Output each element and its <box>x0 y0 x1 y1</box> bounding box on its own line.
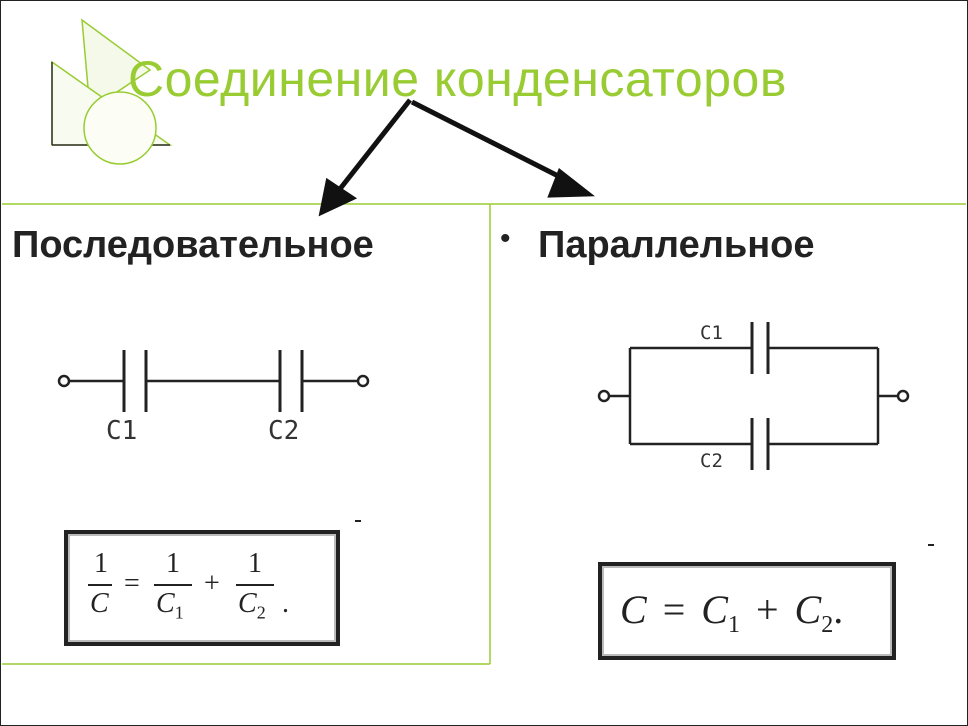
series-label-c1: C1 <box>106 416 138 446</box>
series-heading: Последовательное <box>12 224 374 266</box>
section-lines <box>2 203 966 665</box>
parallel-formula: C = C1 + C2. <box>598 562 896 660</box>
arrows <box>318 98 595 217</box>
fraction-bar <box>236 584 274 586</box>
series-label-c2: C2 <box>268 416 300 446</box>
page-title: Соединение конденсаторов <box>128 51 787 107</box>
arrow-left-head <box>318 177 358 217</box>
formula-plus: + <box>204 568 220 599</box>
arrow-right-head <box>547 167 595 198</box>
formula-r2-den: C2 <box>238 588 266 623</box>
formula-t2-sub: 2 <box>821 612 834 638</box>
formula-r1-num: 1 <box>166 548 180 579</box>
formula-lhs-den: C <box>90 588 109 619</box>
parallel-circuit <box>597 322 910 470</box>
logo-shapes <box>51 18 173 165</box>
series-terminal-left <box>57 374 71 388</box>
formula-r1-den: C1 <box>156 588 184 623</box>
formula-t1: C <box>701 587 728 632</box>
series-circuit <box>57 350 370 412</box>
parallel-terminal-right <box>896 389 910 403</box>
fraction-bar <box>154 584 192 586</box>
arrow-right-shaft <box>410 99 572 185</box>
formula-lhs: C <box>620 587 647 632</box>
formula-t1-sub: 1 <box>727 612 740 638</box>
parallel-terminal-left <box>597 389 611 403</box>
formula-r2-num: 1 <box>248 548 262 579</box>
formula-plus: + <box>755 587 779 632</box>
formula-end: . <box>282 588 289 619</box>
series-formula: 1 C = 1 C1 + 1 C2 . <box>64 530 340 646</box>
parallel-label-c1: C1 <box>700 322 723 344</box>
parallel-heading: Параллельное <box>538 224 815 266</box>
formula-lhs-num: 1 <box>94 548 108 579</box>
bullet-mark: • <box>500 222 511 255</box>
fraction-bar <box>88 584 112 586</box>
formula-end: . <box>833 587 844 632</box>
formula-eq: = <box>662 587 686 632</box>
parallel-label-c2: C2 <box>700 450 723 472</box>
series-terminal-right <box>356 374 370 388</box>
formula-t2: C <box>794 587 822 632</box>
arrow-left-shaft <box>334 98 412 196</box>
